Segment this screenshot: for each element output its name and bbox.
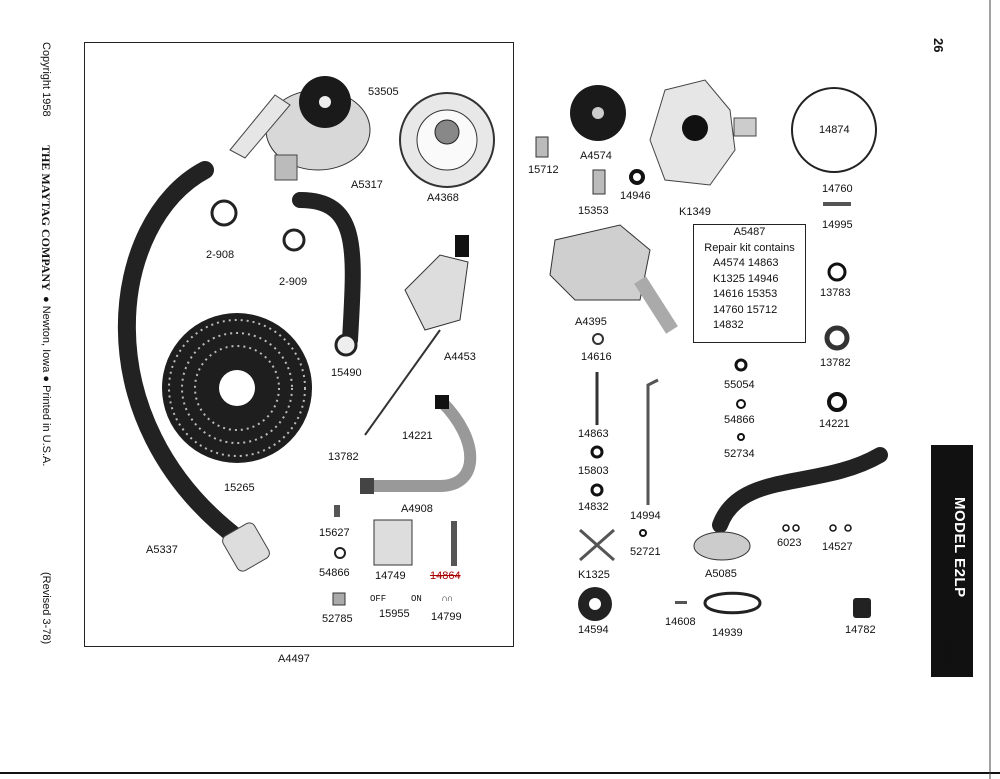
revised-text: (Revised 3-78) (40, 572, 52, 645)
washer-pair-icon: ∩∩ (442, 594, 453, 604)
part-label: A5337 (146, 544, 178, 556)
part-label: A5317 (351, 179, 383, 191)
part-label: 14221 (819, 418, 850, 430)
pump-body-drawing (229, 76, 371, 181)
part-label: 13782 (820, 357, 851, 369)
part-label: 14760 (822, 183, 853, 195)
part-label: 55054 (724, 379, 755, 391)
repair-kit-row: K1325 14946 (713, 272, 779, 285)
repair-kit-row: 14760 15712 (713, 303, 778, 316)
switch-on-label: ON (411, 594, 422, 604)
part-label: K1349 (679, 206, 711, 218)
part-label: 52734 (724, 448, 755, 460)
drain-hose-drawing (117, 161, 249, 549)
repair-kit-subtitle: Repair kit contains (704, 241, 795, 254)
part-label: 2-908 (206, 249, 235, 261)
part-label: 14594 (578, 624, 609, 636)
pulley-drawing (399, 92, 495, 188)
section-title: PUMP (942, 628, 958, 669)
part-label: 52785 (322, 613, 353, 625)
assembly-label: A4497 (278, 653, 310, 665)
part-label: 15627 (319, 527, 350, 539)
part-label: 14782 (845, 624, 876, 636)
page-number: 26 (931, 38, 946, 53)
part-label: 15803 (578, 465, 609, 477)
part-label: 52721 (630, 546, 661, 558)
part-label: 14874 (819, 124, 850, 136)
company-name: THE MAYTAG COMPANY (39, 145, 53, 291)
part-label: 15955 (379, 608, 410, 620)
part-label: 14832 (578, 501, 609, 513)
part-label: K1325 (578, 569, 610, 581)
model-bar (931, 445, 973, 677)
copyright-text: Copyright 1958 (40, 42, 52, 117)
switch-off-label: OFF (370, 594, 387, 604)
part-label: 14799 (431, 611, 462, 623)
part-label: A4453 (444, 351, 476, 363)
repair-kit-row: A4574 14863 (713, 257, 779, 269)
part-label: 14946 (620, 190, 651, 202)
location-text: ● Newton, Iowa ● Printed in U.S.A. (40, 296, 52, 467)
part-label: A4574 (580, 150, 612, 162)
repair-kit-row: 14616 15353 (713, 288, 778, 300)
part-label: 53505 (368, 86, 399, 98)
part-label: 14616 (581, 351, 612, 363)
part-label: 14863 (578, 428, 609, 440)
part-label: 14749 (375, 570, 406, 582)
part-label: 6023 (777, 537, 802, 549)
part-label: 15353 (578, 205, 609, 217)
part-label: 15490 (331, 367, 362, 379)
repair-kit-number: A5487 (733, 226, 766, 238)
part-label: 14995 (822, 219, 853, 231)
part-label: 14527 (822, 541, 853, 553)
part-label: 14994 (630, 510, 661, 522)
part-label: A4368 (427, 192, 459, 204)
part-label: 15265 (224, 482, 255, 494)
part-label: 15712 (528, 164, 559, 176)
part-label: 54866 (319, 567, 350, 579)
part-label: 14221 (402, 430, 433, 442)
part-label: 14939 (712, 627, 743, 639)
part-label: A5085 (705, 568, 737, 580)
repair-kit-box: A5487 Repair kit contains A4574 14863 K1… (693, 224, 806, 343)
part-label: A4908 (401, 503, 433, 515)
part-label: A4395 (575, 316, 607, 328)
part-label: 14608 (665, 616, 696, 628)
part-label-obsolete: 14864 (430, 570, 461, 582)
repair-kit-row: 14832 (713, 319, 744, 331)
left-parts-frame (84, 42, 514, 647)
model-title: MODEL E2LP (951, 497, 968, 598)
part-label: 13782 (328, 451, 359, 463)
part-label: 54866 (724, 414, 755, 426)
part-label: 13783 (820, 287, 851, 299)
part-label: 2-909 (279, 276, 308, 288)
